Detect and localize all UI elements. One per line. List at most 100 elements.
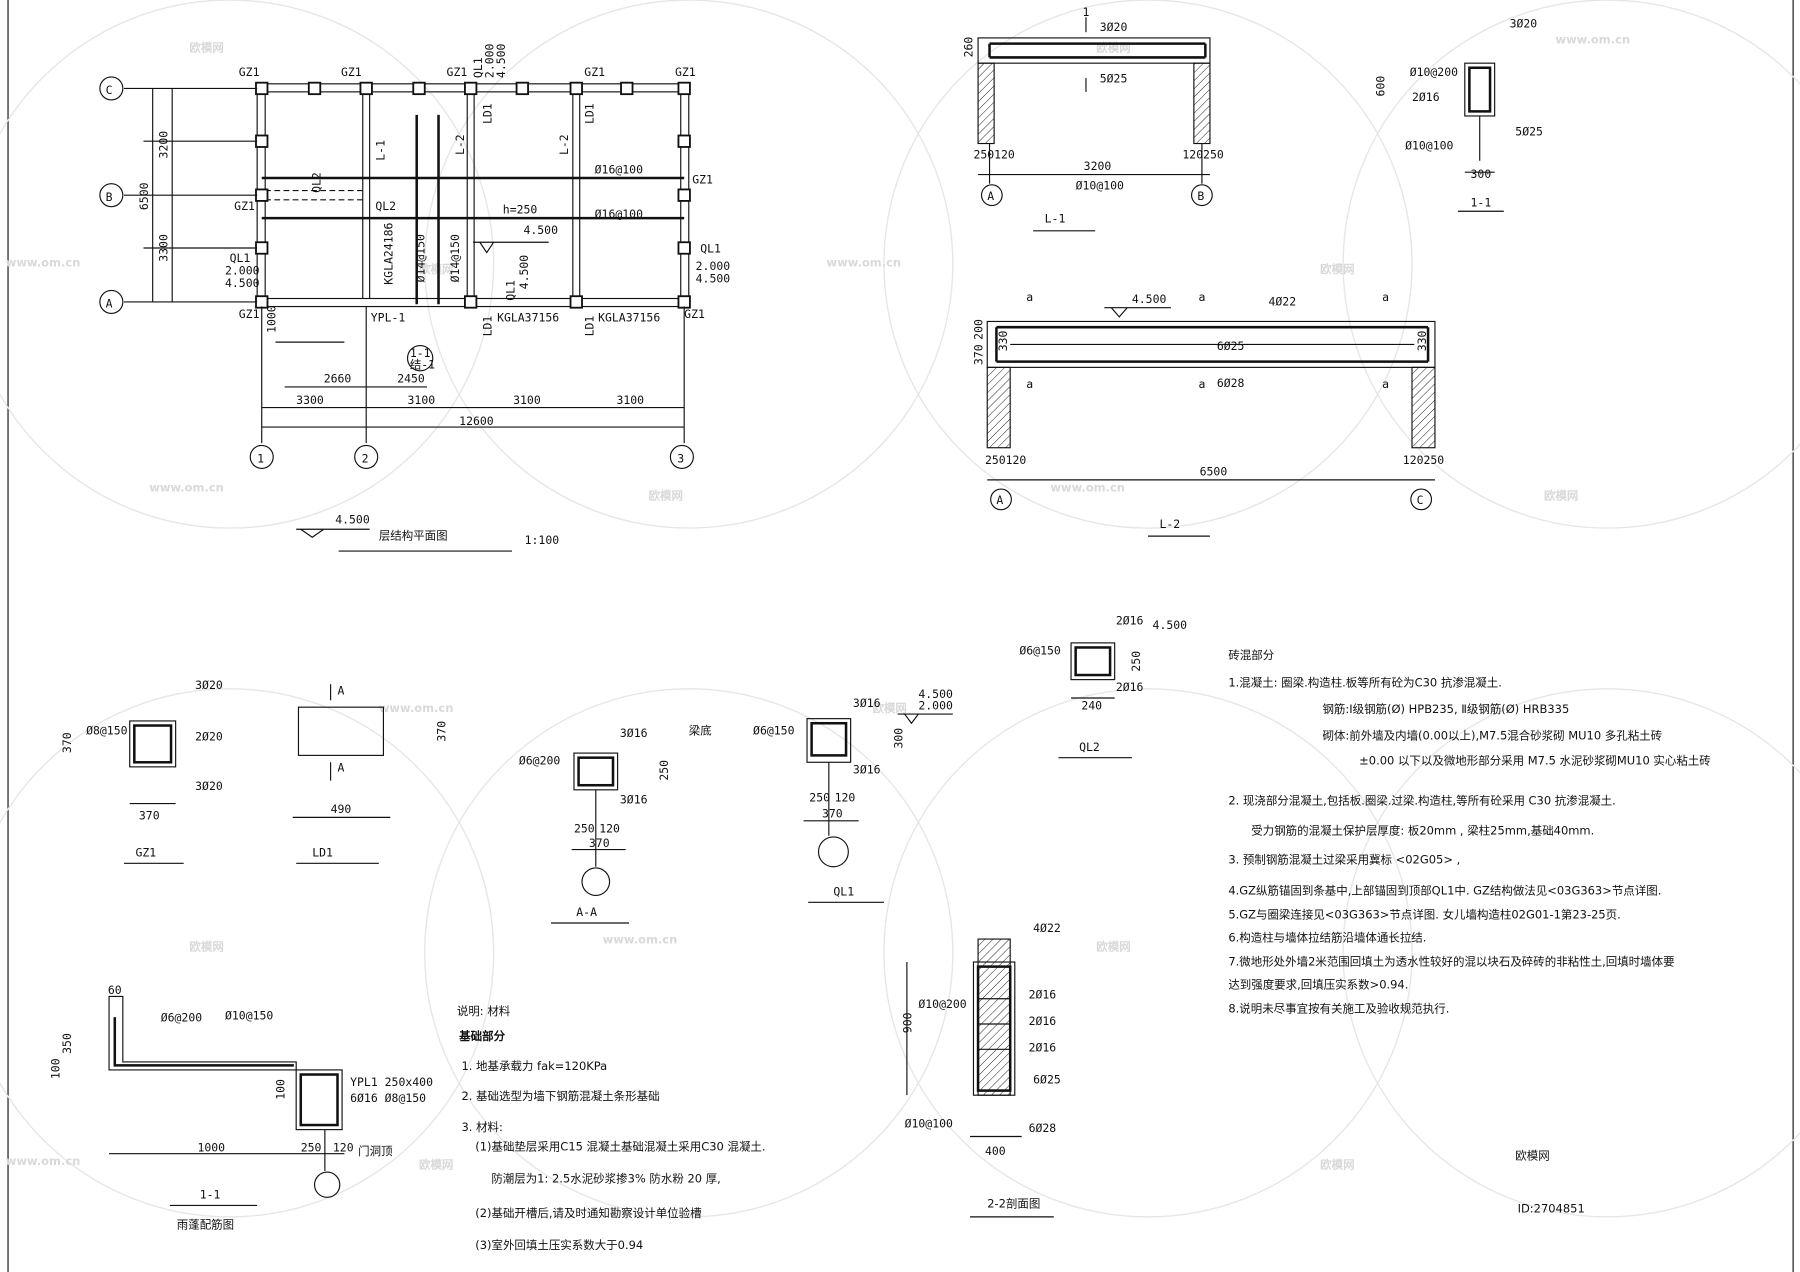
rebar-label: 2Ø20 [195, 729, 223, 743]
rebar-label: Ø10@200 [918, 997, 966, 1011]
label-ql2: QL2 [309, 172, 323, 193]
dim: 6500 [1200, 464, 1228, 478]
plan-scale: 1:100 [525, 533, 560, 547]
label-gz1: GZ1 [447, 65, 468, 79]
axis-bubble-b [99, 183, 124, 208]
rebar-label: Ø10@100 [905, 1116, 953, 1130]
dim: 370 [139, 809, 160, 823]
rebar-label: Ø14@150 [414, 234, 428, 282]
dim: 12600 [459, 414, 494, 428]
dim: 370 [589, 836, 610, 850]
note-item: 2. 现浇部分混凝土,包括板.圈梁.过梁.构造柱,等所有砼采用 C30 抗渗混凝… [1228, 794, 1615, 808]
watermark-logo: 欧模网 [419, 1158, 453, 1172]
notes-foundation: 说明: 材料 基础部分 1. 地基承载力 fak=120KPa 2. 基础选型为… [457, 1004, 766, 1252]
section-ref: 1-1 [410, 346, 431, 360]
dim: 490 [331, 802, 352, 816]
column-markers [255, 81, 691, 309]
label-gz1: GZ1 [675, 65, 696, 79]
dim: 6500 [137, 182, 151, 210]
dim: 120 [1403, 453, 1424, 467]
canopy-detail: 60 350 100 100 Ø6@200 Ø10@150 YPL1 250x4… [49, 983, 433, 1231]
note-item: 5.GZ与圈梁连接见<03G363>节点详图. 女儿墙构造柱02G01-1第23… [1228, 907, 1620, 921]
axis-label: 2 [362, 452, 369, 466]
rebar-label: 3Ø16 [853, 696, 881, 710]
dim: 3300 [157, 234, 171, 262]
watermark-logo: 欧模网 [189, 41, 223, 55]
label-gz1: GZ1 [239, 307, 260, 321]
dim: 3100 [616, 393, 644, 407]
note-item: 8.说明未尽事宜按有关施工及验收规范执行. [1228, 1002, 1449, 1016]
note-item: 钢筋:Ⅰ级钢筋(Ø) HPB235, Ⅱ级钢筋(Ø) HRB335 [1322, 702, 1569, 716]
section-ql2: 2Ø16 Ø6@150 2Ø16 250 240 4.500 QL2 [1019, 614, 1187, 759]
note-item: 防潮层为1: 2.5水泥砂浆掺3% 防水粉 20 厚, [491, 1171, 721, 1185]
label-ql2: QL2 [375, 199, 396, 213]
rebar-label: 6Ø28 [1029, 1121, 1057, 1135]
watermark-logo: 欧模网 [189, 940, 223, 954]
canopy-label: YPL-1 [371, 310, 406, 324]
dim: 120 [333, 1140, 354, 1154]
note-item: 2. 基础选型为墙下钢筋混凝土条形基础 [461, 1089, 659, 1103]
dim: 120 [1182, 147, 1203, 161]
elevation: 4.500 [494, 43, 508, 78]
section-gz1: 3Ø20 Ø8@150 2Ø20 3Ø20 370 370 GZ1 [60, 678, 223, 864]
label-ld1: LD1 [582, 316, 596, 337]
cut-mark: a [1382, 290, 1389, 304]
dim: 3200 [157, 131, 171, 159]
label-gz1: GZ1 [239, 65, 260, 79]
canopy-beam-label: YPL1 250x400 [350, 1075, 433, 1089]
detail-title: A-A [576, 905, 597, 919]
label-gz1: GZ1 [684, 307, 705, 321]
watermark-logo: 欧模网 [1320, 262, 1354, 276]
note-item: (2)基础开槽后,请及时通知勘察设计单位验槽 [475, 1206, 702, 1220]
watermark-logo: 欧模网 [1320, 1158, 1354, 1172]
section-ref: 结-1 [410, 358, 435, 372]
dim: 250 [301, 1140, 322, 1154]
section-2-2: 4Ø22 Ø10@200 2Ø16 2Ø16 2Ø16 6Ø25 6Ø28 Ø1… [900, 921, 1061, 1218]
section-ql1: 3Ø16 Ø6@150 3Ø16 4.500 2.000 300 250 120… [753, 687, 953, 903]
cut-mark: A [338, 760, 345, 774]
dim: 600 [1373, 76, 1387, 97]
cut-mark: a [1026, 377, 1033, 391]
label-ld1: LD1 [480, 103, 494, 124]
detail-title: L-2 [1159, 517, 1180, 531]
watermark-layer: 欧模网 欧模网 www.om.cn 欧模网 www.om.cn 欧模网 www.… [0, 0, 1800, 1218]
label-l1: L-1 [374, 140, 388, 161]
elevation: 4.500 [1132, 292, 1167, 306]
note-item: 1.混凝土: 圈梁.构造柱.板等所有砼为C30 抗渗混凝土. [1228, 676, 1502, 690]
rebar-label: Ø6@200 [519, 754, 561, 768]
dim: 120 [1006, 453, 1027, 467]
elevation: 2.000 [696, 259, 731, 273]
id-watermark: ID:2704851 [1518, 1201, 1585, 1215]
door-top-label: 门洞顶 [358, 1144, 393, 1158]
note-item: (1)基础垫层采用C15 混凝土基础混凝土采用C30 混凝土. [475, 1139, 765, 1153]
detail-title: QL1 [833, 884, 854, 898]
slab-thickness: h=250 [503, 203, 538, 217]
label-ql1: QL1 [503, 280, 517, 301]
dim: 120 [994, 147, 1015, 161]
dim: 330 [996, 330, 1010, 351]
dim: 900 [900, 1012, 914, 1033]
rebar-label: 3Ø16 [620, 726, 648, 740]
rebar-label: Ø8@150 [86, 724, 128, 738]
note-intro: 说明: 材料 [457, 1004, 511, 1018]
dim: 250 [574, 821, 595, 835]
dim: 3200 [1084, 159, 1112, 173]
dim: 250 [985, 453, 1006, 467]
dim: 250 [657, 760, 671, 781]
label-gz1: GZ1 [234, 199, 255, 213]
notes-brick: 砖混部分 1.混凝土: 圈梁.构造柱.板等所有砼为C30 抗渗混凝土. 钢筋:Ⅰ… [1228, 648, 1710, 1016]
notes-title: 砖混部分 [1228, 648, 1274, 662]
rebar-label: 2Ø16 [1116, 614, 1144, 628]
elevation: 4.500 [696, 271, 731, 285]
dim: 1000 [197, 1140, 225, 1154]
rebar-label: Ø6@150 [1019, 643, 1061, 657]
dim: 3100 [408, 393, 436, 407]
rebar-label: 2Ø16 [1029, 988, 1057, 1002]
note-item: 7.微地形处外墙2米范围回填土为透水性较好的混以块石及碎砖的非粘性土,回填时墙体… [1228, 954, 1674, 968]
dim: 250 [1129, 651, 1143, 672]
axis-label: C [106, 83, 113, 97]
elevation: 4.500 [918, 687, 953, 701]
dim: 2450 [397, 371, 425, 385]
lintel-label: KGLA37156 [497, 310, 559, 324]
plan-title: 层结构平面图 [379, 529, 448, 543]
